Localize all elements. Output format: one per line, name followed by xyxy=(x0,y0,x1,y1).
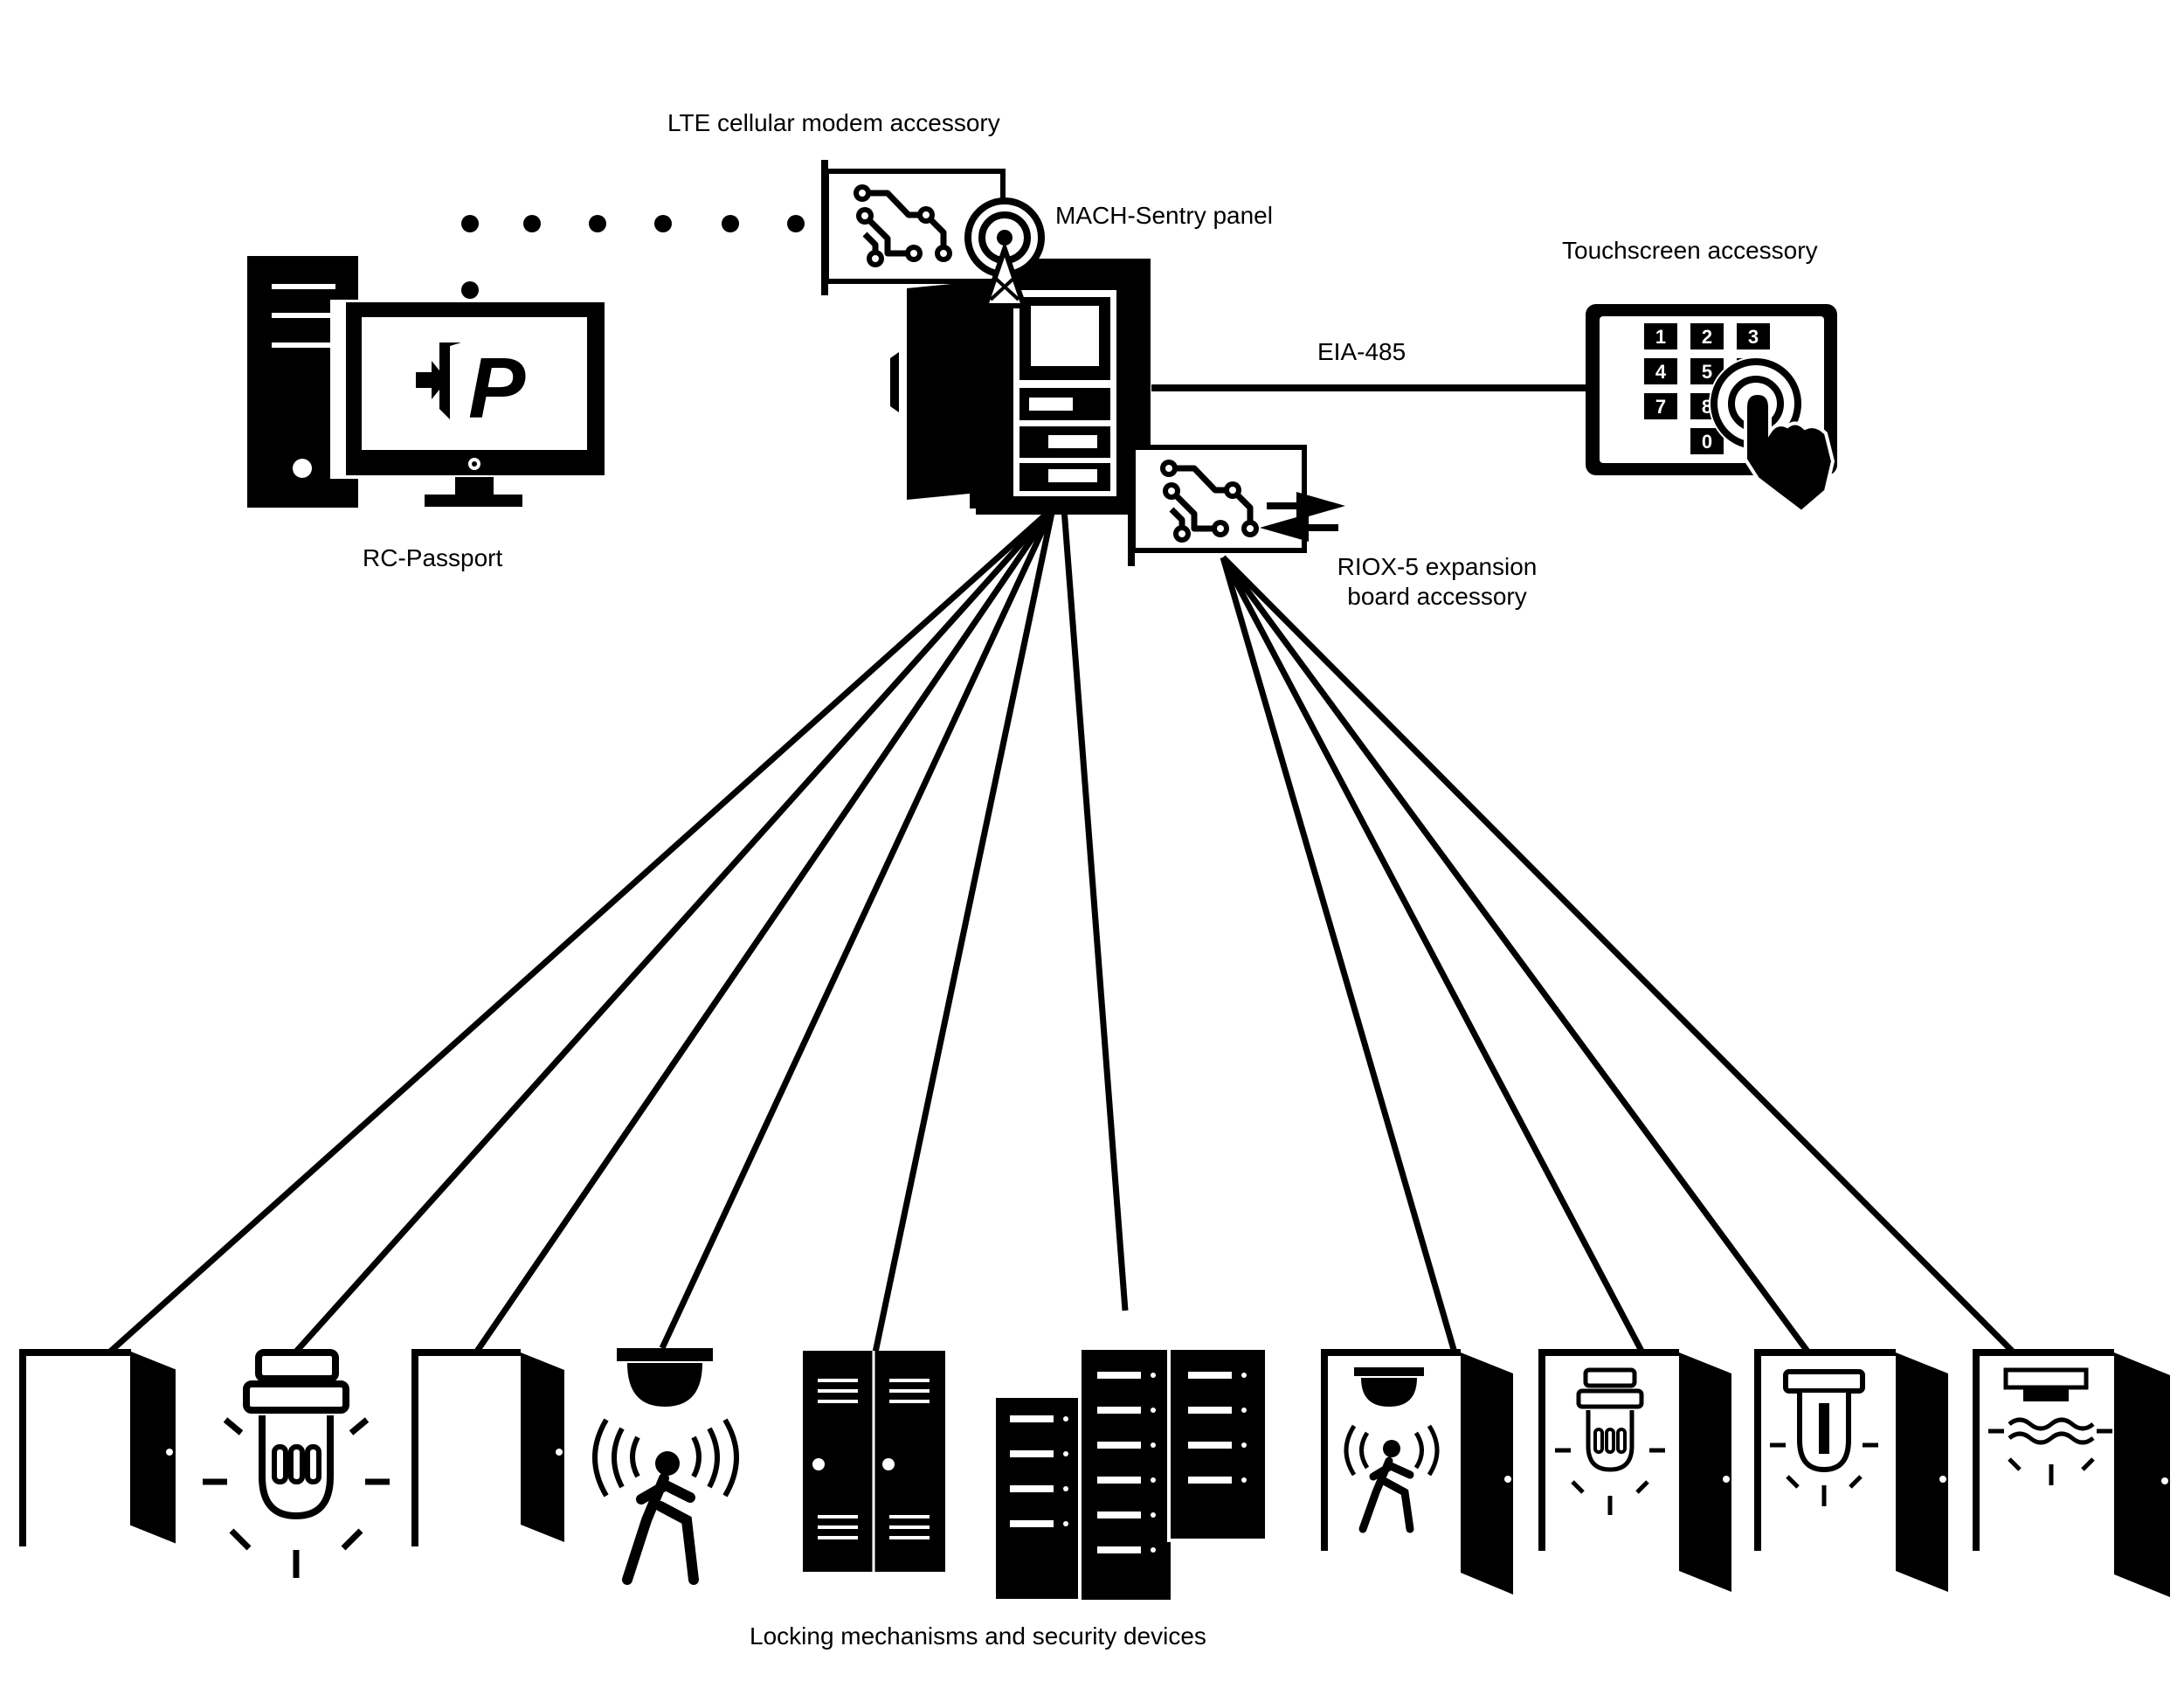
logo-letter: P xyxy=(468,340,526,436)
key-1: 1 xyxy=(1655,326,1666,348)
device-connection-lines xyxy=(107,506,2016,1355)
eia485-label: EIA-485 xyxy=(1317,338,1406,365)
key-0: 0 xyxy=(1702,431,1712,453)
riox-card-icon xyxy=(1128,439,1307,566)
touchscreen-keypad-icon: 1 2 3 4 5 6 7 8 0 xyxy=(1586,304,1837,515)
key-2: 2 xyxy=(1702,326,1712,348)
riox-label-line2: board accessory xyxy=(1347,583,1527,610)
door-alarm-light-icon xyxy=(1538,1349,1731,1592)
key-3: 3 xyxy=(1748,326,1759,348)
key-7: 7 xyxy=(1655,396,1666,418)
antenna-icon xyxy=(964,197,1045,308)
door-wave-sensor-icon xyxy=(1973,1349,2170,1597)
alarm-light-icon xyxy=(203,1349,390,1578)
devices-caption: Locking mechanisms and security devices xyxy=(750,1622,1206,1650)
panel-icon xyxy=(890,259,1151,515)
locker-icon xyxy=(803,1351,945,1572)
riox-label: RIOX-5 expansion board accessory xyxy=(1324,552,1551,612)
rc-passport-logo: P xyxy=(416,340,526,436)
door-icon xyxy=(19,1349,176,1546)
rc-passport-label: RC-Passport xyxy=(363,544,503,571)
touchscreen-label: Touchscreen accessory xyxy=(1562,237,1818,264)
mach-sentry-label: MACH-Sentry panel xyxy=(1055,202,1273,229)
lte-modem-label: LTE cellular modem accessory xyxy=(667,109,1000,136)
motion-sensor-icon xyxy=(592,1348,739,1585)
door-dome-light-icon xyxy=(1754,1349,1948,1592)
touch-hand-icon xyxy=(1709,356,1835,515)
cellular-dotted-link xyxy=(461,215,805,299)
riox-label-line1: RIOX-5 expansion xyxy=(1337,553,1538,580)
key-4: 4 xyxy=(1655,361,1667,383)
door-motion-sensor-icon xyxy=(1321,1349,1513,1595)
computer-icon xyxy=(247,256,610,508)
door-icon xyxy=(411,1349,564,1546)
key-5: 5 xyxy=(1702,361,1712,383)
bidirectional-arrow-icon xyxy=(1260,492,1345,542)
server-rack-icon xyxy=(996,1346,1268,1603)
